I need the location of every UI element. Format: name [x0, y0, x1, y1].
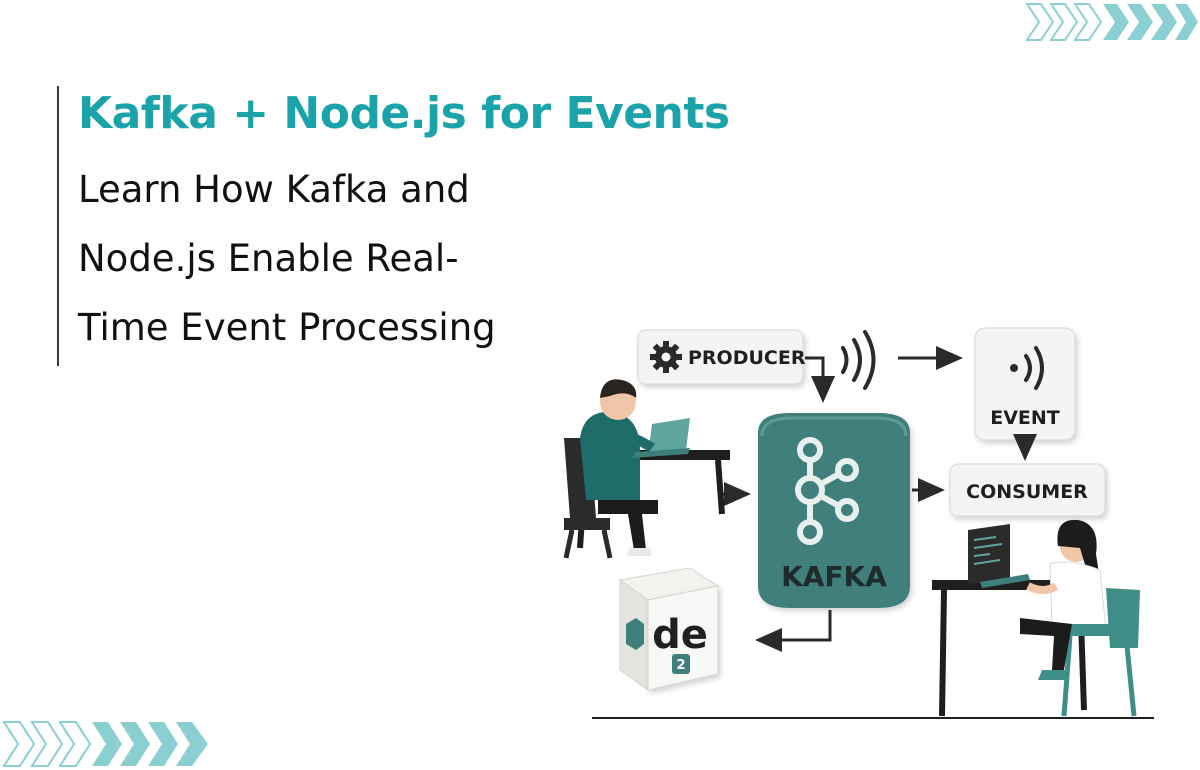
gear-icon [650, 341, 682, 373]
subtitle-line-2: Node.js Enable Real- [78, 237, 459, 280]
nodejs-cube: de 2 [618, 567, 720, 691]
nodejs-logo-text: de [652, 612, 708, 658]
broadcast-icon [1010, 346, 1044, 390]
monitor-icon [968, 524, 1030, 588]
event-label: EVENT [990, 407, 1060, 429]
producer-label: PRODUCER [688, 347, 806, 369]
kafka-broker: KAFKA [758, 413, 910, 608]
subtitle-line-1: Learn How Kafka and [78, 168, 470, 211]
consumer-label: CONSUMER [966, 481, 1088, 503]
title-accent-bar [57, 86, 59, 366]
chevron-decoration-bottom [2, 721, 208, 767]
consumer-box: CONSUMER [949, 463, 1106, 517]
kafka-flow-diagram: PRODUCER EVENT CONSUMER [563, 327, 1154, 719]
nodejs-badge: 2 [676, 658, 685, 673]
developer-consumer-figure [932, 519, 1140, 717]
kafka-label: KAFKA [781, 560, 887, 593]
event-box: EVENT [974, 327, 1076, 441]
page-title: Kafka + Node.js for Events [78, 88, 730, 139]
kafka-logo-icon [795, 437, 859, 545]
signal-waves-icon [841, 330, 876, 390]
laptop-icon [632, 418, 690, 458]
producer-box: PRODUCER [637, 329, 806, 385]
subtitle-line-3: Time Event Processing [78, 306, 496, 349]
developer-producer-figure [563, 379, 730, 559]
chevron-decoration-top [1025, 3, 1198, 41]
nodejs-hexagon-icon [626, 618, 644, 650]
flow-arrows [718, 346, 1037, 652]
